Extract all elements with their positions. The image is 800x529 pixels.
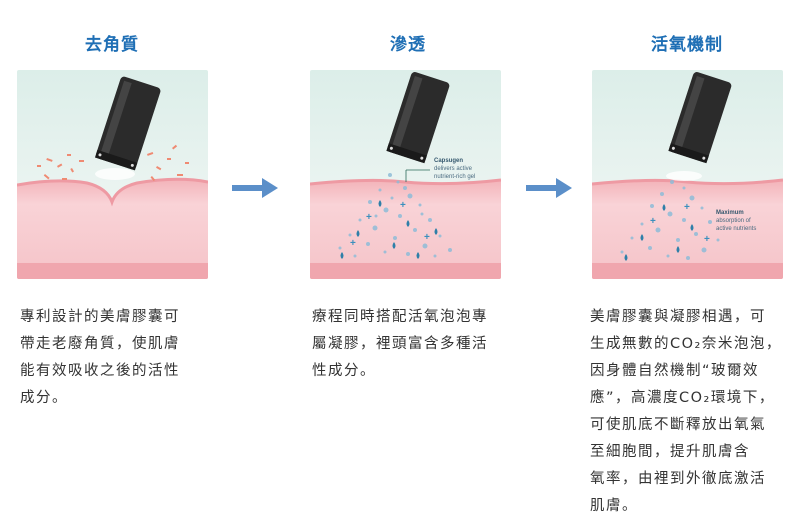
exfoliated-flakes: [37, 144, 189, 182]
svg-text:+: +: [350, 238, 356, 249]
annotation-line: nutrient-rich gel: [434, 174, 475, 180]
capsule-device: [386, 72, 450, 164]
illustration-svg: [17, 70, 208, 279]
arrow-right-icon: [526, 178, 572, 198]
svg-text:+: +: [650, 216, 656, 227]
step-description: 專利設計的美膚膠囊可 帶走老廢角質，使肌膚 能有效吸收之後的活性 成分。: [20, 309, 180, 406]
illustration-svg: + + + Maximum absorption of active nutrien…: [592, 70, 783, 279]
penetration-illustration: + + + + Capsugen delivers active nutrient-r…: [310, 70, 501, 279]
svg-text:+: +: [366, 212, 372, 223]
step-title: 活氧機制: [651, 35, 723, 55]
nutrient-drops: [340, 200, 438, 259]
nutrient-drops: [624, 204, 694, 261]
gel-particles: [338, 173, 452, 258]
step-title: 去角質: [85, 35, 139, 55]
plus-icon: + + + +: [350, 200, 430, 249]
annotation-line: Maximum: [716, 210, 744, 216]
gel-particles: [620, 180, 720, 260]
illustration-svg: + + + + Capsugen delivers active nutrient-r…: [310, 70, 501, 279]
capsule-device: [94, 76, 161, 171]
svg-text:+: +: [704, 234, 710, 245]
annotation-line: delivers active: [434, 166, 473, 172]
step-title: 滲透: [390, 35, 426, 55]
arrow-right-icon: [232, 178, 278, 198]
svg-text:+: +: [684, 202, 690, 213]
annotation-line: Capsugen: [434, 158, 463, 164]
capsule-device: [668, 72, 732, 164]
svg-text:+: +: [400, 200, 406, 211]
annotation-line: active nutrients: [716, 226, 756, 232]
plus-icon: + + +: [650, 202, 710, 245]
step-description: 療程同時搭配活氧泡泡專 屬凝膠，裡頭富含多種活 性成分。: [312, 309, 488, 379]
oxygen-illustration: + + + Maximum absorption of active nutrien…: [592, 70, 783, 279]
exfoliation-illustration: [17, 70, 208, 279]
annotation-line: absorption of: [716, 218, 751, 224]
step-description: 美膚膠囊與凝膠相遇，可 生成無數的CO₂奈米泡泡， 因身體自然機制“玻爾效 應”…: [590, 309, 782, 514]
svg-text:+: +: [424, 232, 430, 243]
